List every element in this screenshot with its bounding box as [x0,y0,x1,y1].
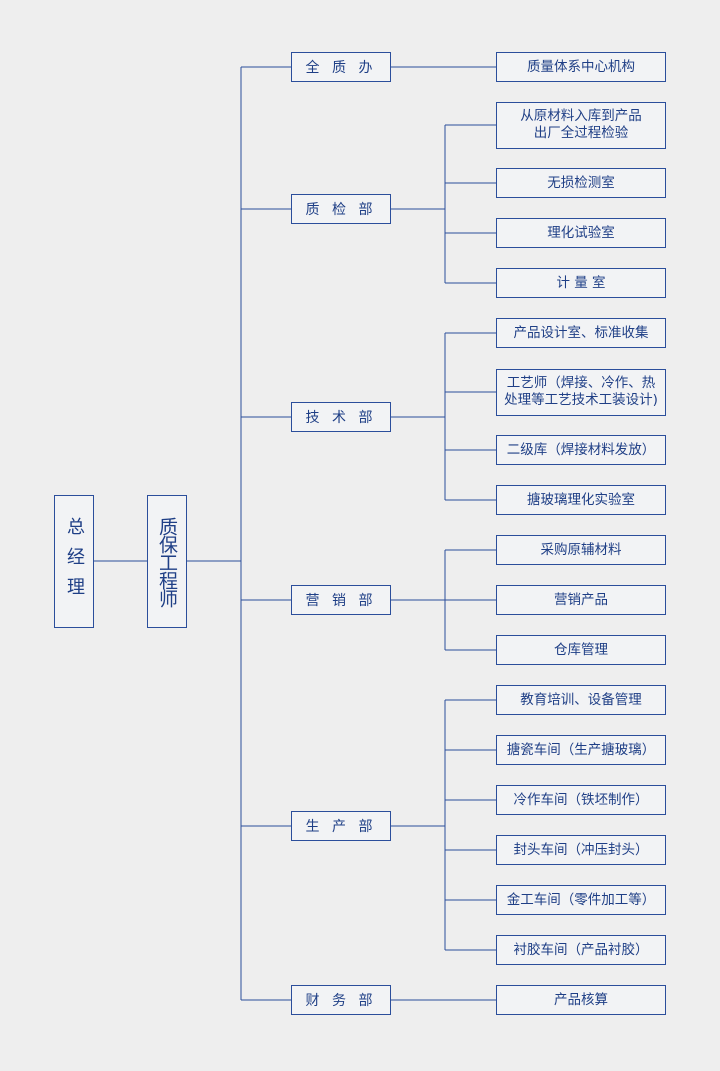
function-label: 封头车间（冲压封头） [513,841,649,858]
function-box: 理化试验室 [496,218,666,248]
quality-engineer-box: 质保工程师 [147,495,187,628]
function-box: 封头车间（冲压封头） [496,835,666,865]
function-label: 从原材料入库到产品 出厂全过程检验 [520,108,642,141]
function-box: 无损检测室 [496,168,666,198]
function-label: 衬胶车间（产品衬胶） [513,941,649,958]
function-box: 金工车间（零件加工等） [496,885,666,915]
function-label: 搪瓷车间（生产搪玻璃） [506,741,656,758]
department-box: 营 销 部 [291,585,391,615]
function-box: 营销产品 [496,585,666,615]
function-label: 冷作车间（铁坯制作） [513,791,649,808]
function-label: 质量体系中心机构 [527,58,635,75]
department-box: 质 检 部 [291,194,391,224]
function-label: 工艺师（焊接、冷作、热 处理等工艺技术工装设计) [504,375,658,408]
function-label: 计 量 室 [556,274,606,291]
function-box: 衬胶车间（产品衬胶） [496,935,666,965]
department-name: 营 销 部 [305,593,377,609]
function-label: 仓库管理 [554,641,608,658]
department-box: 财 务 部 [291,985,391,1015]
function-label: 无损检测室 [547,174,615,191]
function-label: 搪玻璃理化实验室 [527,491,635,508]
function-label: 采购原辅材料 [540,541,622,558]
box-label: 质保工程师 [156,516,178,607]
function-box: 冷作车间（铁坯制作） [496,785,666,815]
function-box: 产品设计室、标准收集 [496,318,666,348]
function-box: 从原材料入库到产品 出厂全过程检验 [496,101,666,149]
function-label: 金工车间（零件加工等） [506,891,656,908]
department-name: 质 检 部 [305,202,377,218]
department-box: 生 产 部 [291,811,391,841]
function-label: 教育培训、设备管理 [520,691,642,708]
function-box: 计 量 室 [496,268,666,298]
function-box: 教育培训、设备管理 [496,685,666,715]
function-box: 工艺师（焊接、冷作、热 处理等工艺技术工装设计) [496,368,666,416]
function-label: 产品设计室、标准收集 [513,324,649,341]
department-name: 全 质 办 [305,60,377,76]
function-label: 二级库（焊接材料发放） [506,441,656,458]
department-box: 全 质 办 [291,52,391,82]
department-name: 技 术 部 [305,410,377,426]
function-label: 理化试验室 [547,224,615,241]
function-box: 搪瓷车间（生产搪玻璃） [496,735,666,765]
function-box: 采购原辅材料 [496,535,666,565]
function-box: 二级库（焊接材料发放） [496,435,666,465]
department-name: 生 产 部 [305,819,377,835]
department-box: 技 术 部 [291,402,391,432]
department-name: 财 务 部 [305,993,377,1009]
general-manager-box: 总经理 [54,495,94,628]
function-label: 营销产品 [554,591,608,608]
function-label: 产品核算 [554,991,608,1008]
box-label: 总经理 [64,516,85,607]
function-box: 产品核算 [496,985,666,1015]
function-box: 仓库管理 [496,635,666,665]
function-box: 搪玻璃理化实验室 [496,485,666,515]
function-box: 质量体系中心机构 [496,52,666,82]
